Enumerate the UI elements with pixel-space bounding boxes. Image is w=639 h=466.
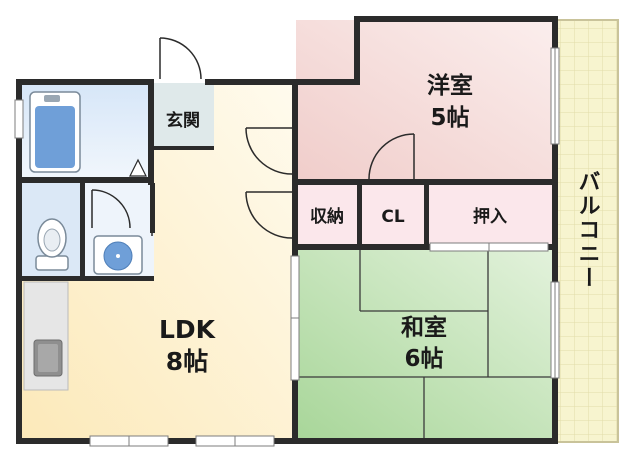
storage-label: 収納: [310, 206, 344, 227]
step-marker: [129, 158, 147, 177]
balcony-label: バルコニー: [575, 170, 600, 290]
bathtub-water: [35, 106, 75, 168]
western-room-name: 洋室: [427, 72, 473, 99]
kitchen-sink-basin: [38, 344, 58, 372]
ldk-name: LDK: [159, 315, 217, 344]
japanese-room-size: 6帖: [404, 346, 443, 372]
window-mullions: [128, 48, 556, 446]
japanese-room-floor: [296, 248, 554, 440]
balcony-area: [556, 20, 618, 442]
oshiire-label: 押入: [473, 206, 507, 227]
western-room-floor: [296, 20, 554, 183]
western-room-size: 5帖: [430, 105, 469, 131]
bath-faucet: [44, 95, 60, 102]
toilet: [35, 218, 69, 271]
closet-label: CL: [381, 207, 404, 227]
wash-basin: [93, 235, 143, 275]
ldk-size: 8帖: [166, 347, 208, 376]
japanese-room-name: 和室: [401, 314, 447, 341]
entrance-floor: [152, 83, 214, 148]
tatami-mats: [298, 250, 554, 440]
doors: [91, 37, 415, 239]
entrance-label: 玄関: [166, 110, 200, 131]
